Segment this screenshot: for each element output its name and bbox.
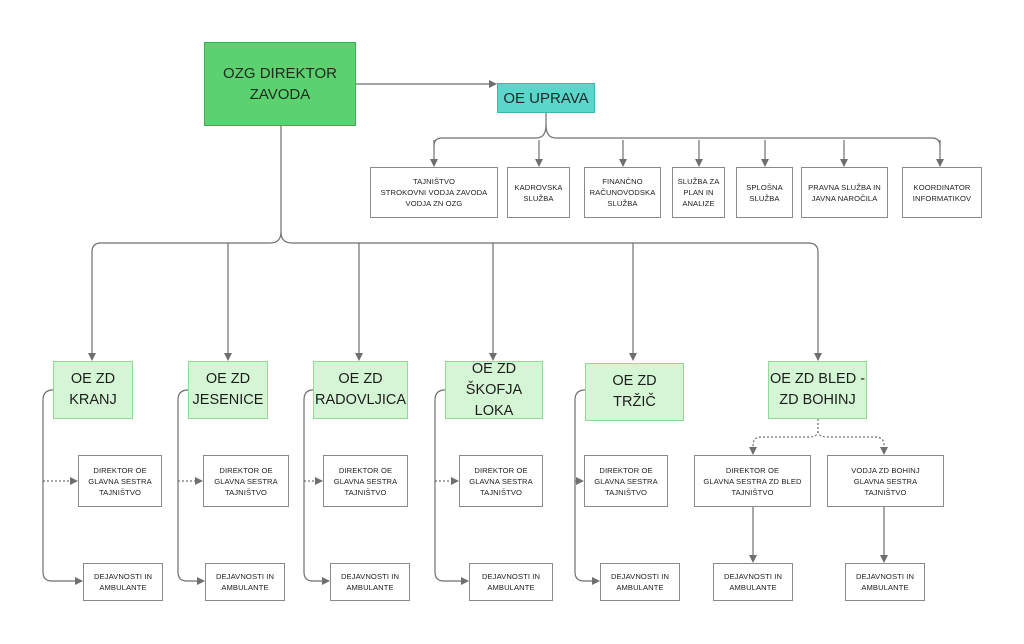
management-label: VODJA ZD BOHINJ GLAVNA SESTRA TAJNIŠTVO	[851, 465, 920, 497]
unit-bled-bohinj-arrow	[280, 231, 822, 361]
activities-box-skofja-loka: DEJAVNOSTI IN AMBULANTE	[469, 563, 553, 601]
unit-kranj-arrow	[88, 126, 282, 361]
activities-label: DEJAVNOSTI IN AMBULANTE	[340, 572, 400, 592]
management-box-jesenice: DIREKTOR OE GLAVNA SESTRA TAJNIŠTVO	[203, 455, 289, 507]
service-box-finance: FINANČNO RAČUNOVODSKA SLUŽBA	[584, 167, 661, 218]
management-box-bled: DIREKTOR OE GLAVNA SESTRA ZD BLED TAJNIŠ…	[694, 455, 811, 507]
service-box-planning: SLUŽBA ZA PLAN IN ANALIZE	[672, 167, 725, 218]
service-label: KADROVSKA SLUŽBA	[514, 182, 563, 203]
uprava-box: OE UPRAVA	[497, 83, 595, 113]
service-label: TAJNIŠTVO STROKOVNI VODJA ZAVODA VODJA Z…	[380, 177, 488, 208]
service-label: KOORDINATOR INFORMATIKOV	[912, 182, 972, 203]
uprava-bus-left	[433, 113, 547, 147]
service-box-hr: KADROVSKA SLUŽBA	[507, 167, 570, 218]
bled-branch-arrow	[749, 419, 819, 455]
bracket-skofja-loka-activities	[434, 389, 469, 585]
service-label: SLUŽBA ZA PLAN IN ANALIZE	[677, 177, 720, 208]
uprava-label: OE UPRAVA	[503, 89, 589, 107]
bracket-kranj-activities	[42, 389, 83, 585]
activities-label: DEJAVNOSTI IN AMBULANTE	[610, 572, 670, 592]
management-box-radovljica: DIREKTOR OE GLAVNA SESTRA TAJNIŠTVO	[323, 455, 408, 507]
service-box-legal: PRAVNA SLUŽBA IN JAVNA NAROČILA	[801, 167, 888, 218]
uprava-bus-right	[545, 124, 941, 147]
management-label: DIREKTOR OE GLAVNA SESTRA TAJNIŠTVO	[333, 465, 398, 497]
unit-label: OE ZD RADOVLJICA	[314, 371, 407, 408]
unit-box-kranj: OE ZD KRANJ	[53, 361, 133, 419]
management-label: DIREKTOR OE GLAVNA SESTRA TAJNIŠTVO	[214, 465, 278, 497]
unit-box-skofja-loka: OE ZD ŠKOFJA LOKA	[445, 361, 543, 419]
bracket-trzic-activities	[574, 389, 600, 585]
activities-box-bohinj: DEJAVNOSTI IN AMBULANTE	[845, 563, 925, 601]
director-label: OZG DIREKTOR ZAVODA	[223, 65, 337, 103]
unit-box-radovljica: OE ZD RADOVLJICA	[313, 361, 408, 419]
activities-box-jesenice: DEJAVNOSTI IN AMBULANTE	[205, 563, 285, 601]
activities-box-radovljica: DEJAVNOSTI IN AMBULANTE	[330, 563, 410, 601]
activities-label: DEJAVNOSTI IN AMBULANTE	[481, 572, 541, 592]
service-box-it: KOORDINATOR INFORMATIKOV	[902, 167, 982, 218]
management-label: DIREKTOR OE GLAVNA SESTRA TAJNIŠTVO	[88, 465, 152, 497]
bracket-jesenice-activities	[177, 389, 205, 585]
management-box-bohinj: VODJA ZD BOHINJ GLAVNA SESTRA TAJNIŠTVO	[827, 455, 944, 507]
unit-box-bled-bohinj: OE ZD BLED - ZD BOHINJ	[768, 361, 867, 419]
management-box-kranj: DIREKTOR OE GLAVNA SESTRA TAJNIŠTVO	[78, 455, 162, 507]
service-box-secretariat: TAJNIŠTVO STROKOVNI VODJA ZAVODA VODJA Z…	[370, 167, 498, 218]
activities-label: DEJAVNOSTI IN AMBULANTE	[723, 572, 783, 592]
unit-box-trzic: OE ZD TRŽIČ	[585, 363, 684, 421]
activities-box-kranj: DEJAVNOSTI IN AMBULANTE	[83, 563, 163, 601]
unit-label: OE ZD JESENICE	[192, 371, 264, 408]
bohinj-branch-arrow	[817, 430, 888, 455]
service-label: SPLOŠNA SLUŽBA	[746, 182, 783, 203]
management-label: DIREKTOR OE GLAVNA SESTRA TAJNIŠTVO	[594, 465, 658, 497]
unit-box-jesenice: OE ZD JESENICE	[188, 361, 268, 419]
management-label: DIREKTOR OE GLAVNA SESTRA TAJNIŠTVO	[469, 465, 533, 497]
service-box-general: SPLOŠNA SLUŽBA	[736, 167, 793, 218]
management-label: DIREKTOR OE GLAVNA SESTRA ZD BLED TAJNIŠ…	[703, 465, 802, 497]
management-box-skofja-loka: DIREKTOR OE GLAVNA SESTRA TAJNIŠTVO	[459, 455, 543, 507]
activities-label: DEJAVNOSTI IN AMBULANTE	[93, 572, 153, 592]
activities-box-bled: DEJAVNOSTI IN AMBULANTE	[713, 563, 793, 601]
unit-label: OE ZD ŠKOFJA LOKA	[465, 360, 523, 419]
bracket-radovljica-activities	[303, 389, 330, 585]
activities-box-trzic: DEJAVNOSTI IN AMBULANTE	[600, 563, 680, 601]
unit-label: OE ZD KRANJ	[69, 371, 117, 408]
director-box: OZG DIREKTOR ZAVODA	[204, 42, 356, 126]
service-label: PRAVNA SLUŽBA IN JAVNA NAROČILA	[808, 182, 881, 203]
unit-label: OE ZD BLED - ZD BOHINJ	[769, 371, 866, 408]
service-label: FINANČNO RAČUNOVODSKA SLUŽBA	[589, 177, 656, 208]
activities-label: DEJAVNOSTI IN AMBULANTE	[215, 572, 275, 592]
management-box-trzic: DIREKTOR OE GLAVNA SESTRA TAJNIŠTVO	[584, 455, 668, 507]
unit-label: OE ZD TRŽIČ	[612, 373, 657, 410]
activities-label: DEJAVNOSTI IN AMBULANTE	[855, 572, 915, 592]
